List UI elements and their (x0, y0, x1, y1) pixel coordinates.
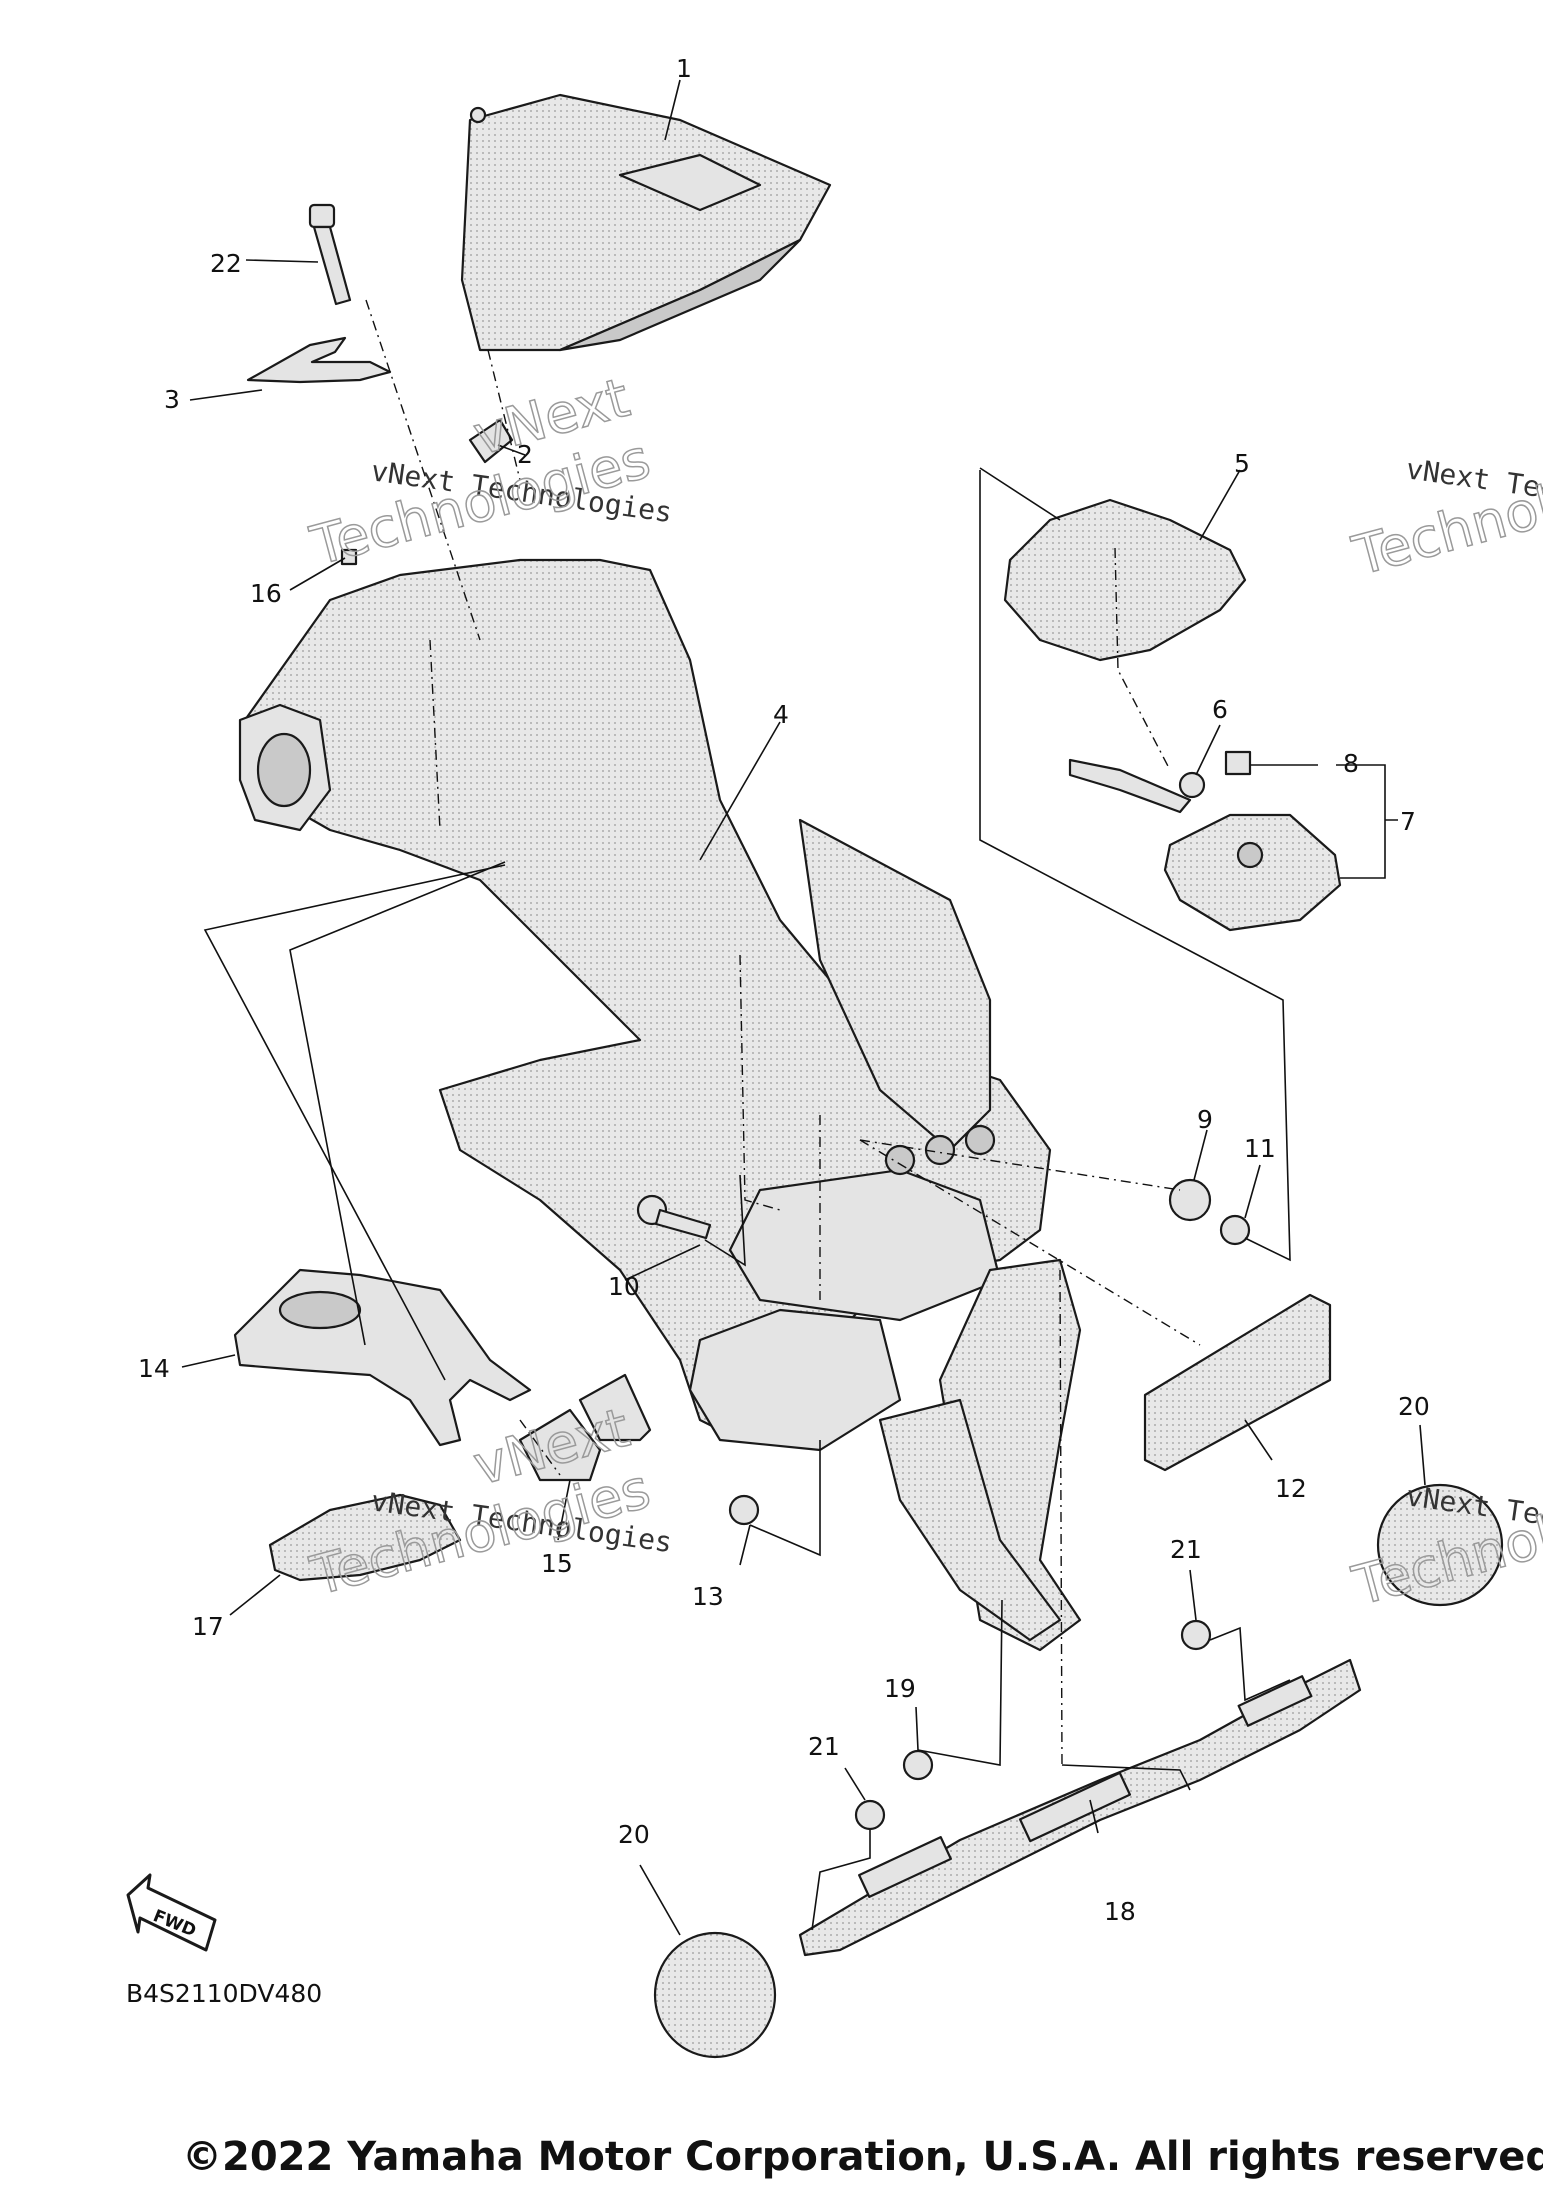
watermark-bottom-left: vNext Technologies vNext Technologies (303, 1395, 674, 1608)
callout-3: 3 (164, 385, 180, 414)
part-18-plate-bracket (798, 1658, 1362, 1957)
callout-14: 14 (138, 1354, 170, 1383)
part-15-bracket (518, 1373, 652, 1482)
callout-20-left: 20 (618, 1820, 650, 1849)
callout-16: 16 (250, 579, 282, 608)
callout-5: 5 (1234, 449, 1250, 478)
part-20-reflector-right (1376, 1483, 1504, 1607)
callout-8: 8 (1343, 749, 1359, 778)
callout-20-right: 20 (1398, 1392, 1430, 1421)
part-2-collar (468, 418, 514, 464)
copyright-notice: ©2022 Yamaha Motor Corporation, U.S.A. A… (182, 2134, 1543, 2180)
callout-labels: 1 2 3 4 5 6 7 8 9 10 11 12 13 14 15 16 1… (138, 54, 1430, 1926)
callout-19: 19 (884, 1674, 916, 1703)
part-21-nut-right (1180, 1619, 1212, 1651)
part-21-nut-left (854, 1799, 886, 1831)
watermark-top-left: vNext Technologies vNext Technologies (303, 365, 674, 578)
part-4-frame (238, 558, 1082, 1652)
part-9-damper (1168, 1178, 1212, 1222)
watermark-top-right: vNext Technologies Technologies (1345, 436, 1543, 588)
part-7-lamp (1068, 758, 1342, 932)
callout-7: 7 (1400, 807, 1416, 836)
callout-13: 13 (692, 1582, 724, 1611)
fwd-arrow-icon: FWD (126, 1873, 217, 1952)
assembly-lines (365, 299, 1201, 1766)
callout-10: 10 (608, 1272, 640, 1301)
watermark-bottom-right: vNext Technologies Technologies (1345, 1466, 1543, 1618)
callout-9: 9 (1197, 1105, 1213, 1134)
part-22-bolt (308, 203, 352, 306)
part-5-lamp-cover (1003, 498, 1247, 662)
part-16-screw (340, 548, 358, 566)
callout-11: 11 (1244, 1134, 1276, 1163)
part-12-reflector (1143, 1293, 1332, 1472)
part-17-cover (268, 1493, 462, 1582)
part-8-clip (1224, 750, 1252, 776)
callout-21-left: 21 (808, 1732, 840, 1761)
diagram-code: B4S2110DV480 (126, 1979, 322, 2008)
callout-6: 6 (1212, 695, 1228, 724)
callout-22: 22 (210, 249, 242, 278)
part-1-cover (460, 93, 832, 352)
part-19-nut (902, 1749, 934, 1781)
callout-12: 12 (1275, 1474, 1307, 1503)
part-14-bracket (233, 1268, 532, 1447)
callout-15: 15 (541, 1549, 573, 1578)
part-3-bracket (246, 336, 392, 384)
callout-18: 18 (1104, 1897, 1136, 1926)
part-10-bolt (636, 1194, 712, 1240)
part-13-nut (728, 1494, 760, 1526)
callout-2: 2 (517, 440, 533, 469)
part-11-collar (1219, 1214, 1251, 1246)
callout-4: 4 (773, 700, 789, 729)
leader-lines (181, 79, 1426, 1936)
callout-21-right: 21 (1170, 1535, 1202, 1564)
part-6-grommet (1178, 771, 1206, 799)
part-20-reflector-left (653, 1931, 777, 2059)
callout-17: 17 (192, 1612, 224, 1641)
callout-1: 1 (676, 54, 692, 83)
